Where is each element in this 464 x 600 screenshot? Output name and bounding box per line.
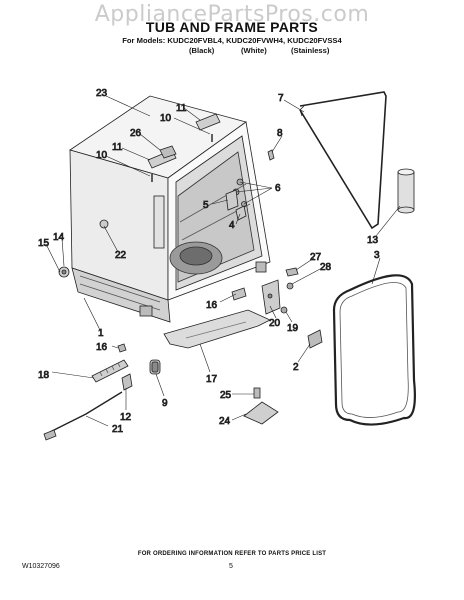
screw-25 [253, 387, 261, 399]
callout-11b: 11 [112, 142, 123, 153]
callout-8: 8 [277, 128, 283, 139]
callout-17: 17 [206, 374, 218, 385]
cable-21 [43, 391, 123, 441]
callout-10a: 10 [160, 113, 172, 124]
hose-18 [91, 359, 129, 383]
callout-11a: 11 [176, 103, 187, 114]
color-black: (Black) [189, 46, 215, 55]
clip-2 [307, 329, 323, 349]
callout-9: 9 [162, 398, 168, 409]
panel-17 [163, 309, 271, 349]
callout-12: 12 [120, 412, 132, 423]
fitting-12 [121, 373, 133, 391]
callout-7: 7 [278, 93, 284, 104]
door-gasket-3 [332, 274, 416, 426]
callout-4: 4 [229, 220, 235, 231]
screw-27-28 [285, 267, 299, 290]
document-number: W10327096 [22, 563, 60, 570]
model-numbers: For Models: KUDC20FVBL4, KUDC20FVWH4, KU… [122, 36, 342, 45]
callout-23: 23 [96, 88, 108, 99]
callout-15: 15 [38, 238, 50, 249]
callout-labels: 23 11 10 26 11 10 7 8 6 5 4 14 15 22 13 … [38, 88, 381, 436]
hinge-bracket-20 [261, 279, 281, 315]
bracket-16 [231, 287, 247, 301]
insulation-roll-13 [397, 168, 415, 214]
page-number: 5 [229, 563, 233, 570]
leveling-leg-14-15 [58, 266, 70, 278]
tub-gasket-7 [299, 91, 387, 230]
callout-19: 19 [287, 323, 299, 334]
bracket-24 [243, 401, 279, 425]
tub-assembly [69, 95, 271, 323]
callout-6: 6 [275, 183, 281, 194]
callout-22: 22 [115, 250, 127, 261]
callout-16a: 16 [206, 300, 218, 311]
callout-18: 18 [38, 370, 50, 381]
ordering-note: FOR ORDERING INFORMATION REFER TO PARTS … [137, 551, 327, 557]
callout-14: 14 [53, 232, 65, 243]
bracket-4-5 [225, 189, 247, 221]
callout-27: 27 [310, 252, 322, 263]
screw-19 [280, 306, 288, 314]
callout-2: 2 [293, 362, 299, 373]
leader-lines [45, 95, 401, 427]
callout-16b: 16 [96, 342, 108, 353]
callout-20: 20 [269, 318, 281, 329]
callout-21: 21 [112, 424, 124, 435]
callout-1: 1 [98, 328, 104, 339]
callout-25: 25 [220, 390, 232, 401]
screw-16 [117, 343, 127, 353]
screw-8 [267, 149, 275, 161]
callout-24: 24 [219, 416, 231, 427]
callout-3: 3 [374, 250, 380, 261]
callout-26: 26 [130, 128, 142, 139]
page-title: TUB AND FRAME PARTS [145, 19, 319, 35]
color-white: (White) [241, 46, 267, 55]
callout-28: 28 [320, 262, 332, 273]
clip-9 [149, 359, 161, 375]
color-stainless: (Stainless) [291, 46, 330, 55]
callout-10b: 10 [96, 150, 108, 161]
callout-13: 13 [367, 235, 379, 246]
watermark: AppliancePartsPros.com [94, 2, 370, 27]
callout-5: 5 [203, 200, 209, 211]
